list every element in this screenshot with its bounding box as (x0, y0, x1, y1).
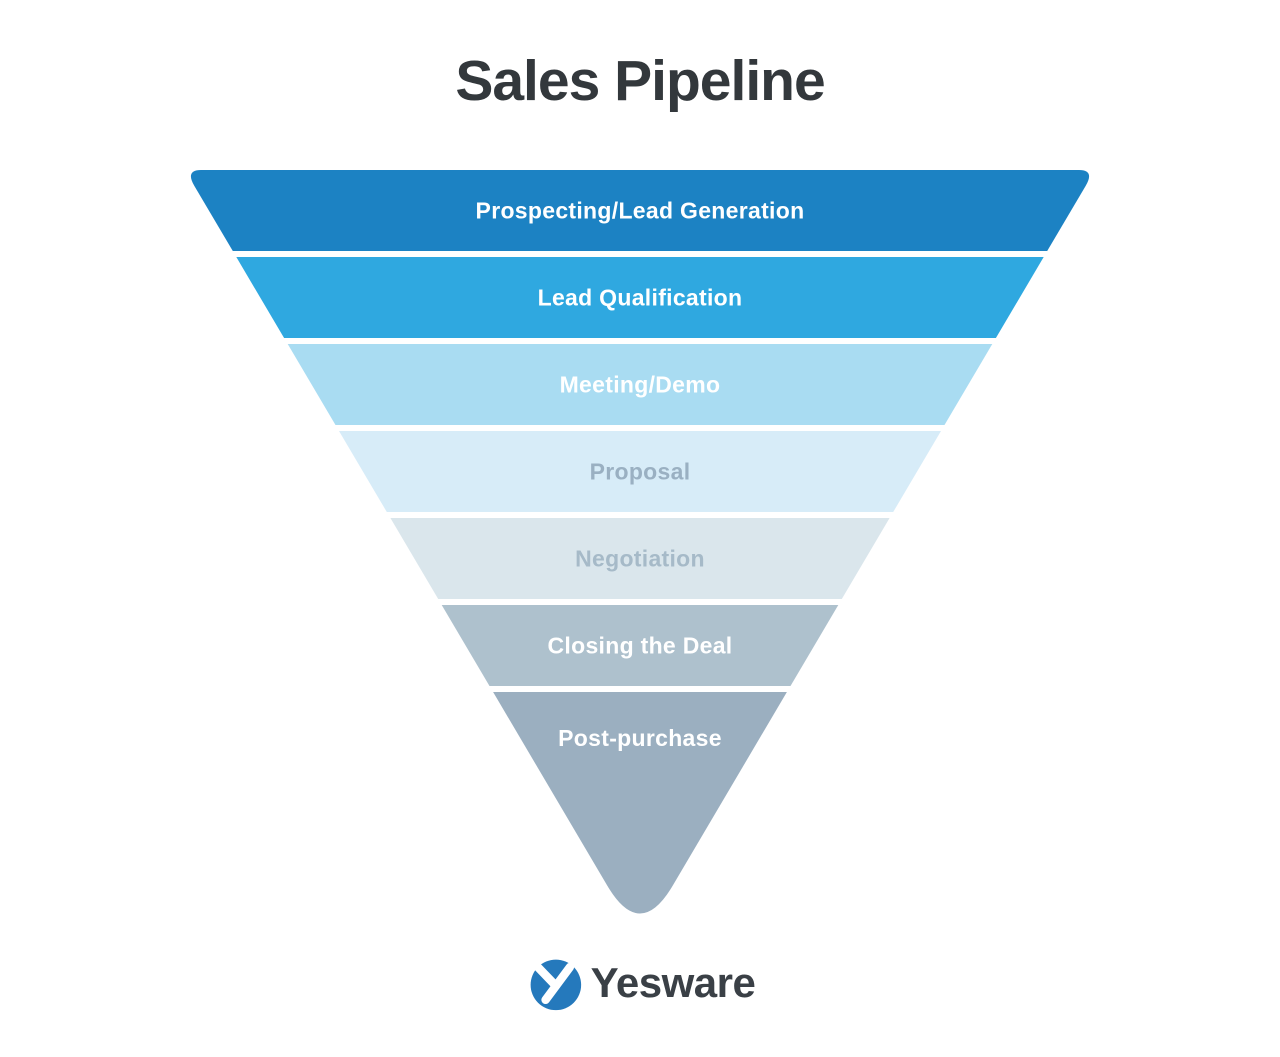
funnel-stage-label-6: Closing the Deal (548, 633, 733, 659)
funnel-stage-6 (441, 605, 839, 686)
funnel-stage-label-3: Meeting/Demo (560, 372, 721, 398)
brand-logo-text: Yesware (590, 959, 756, 1006)
funnel-stage-1 (190, 170, 1090, 251)
brand-logo: Yesware (0, 954, 1280, 1012)
funnel-stage-4 (339, 431, 941, 512)
funnel-stage-5 (390, 518, 890, 599)
funnel-stage-label-4: Proposal (590, 459, 691, 485)
page-title: Sales Pipeline (455, 49, 825, 113)
funnel-stage-label-5: Negotiation (575, 546, 705, 572)
funnel-stage-2 (236, 257, 1044, 338)
logo-y-arm (527, 957, 560, 991)
funnel-stage-label-2: Lead Qualification (538, 285, 743, 311)
yesware-y-icon (527, 957, 581, 1011)
funnel-stage-3 (287, 344, 993, 425)
funnel-stage-7 (493, 692, 787, 914)
funnel-stage-label-1: Prospecting/Lead Generation (476, 198, 805, 224)
funnel-stage-label-7: Post-purchase (558, 725, 722, 751)
